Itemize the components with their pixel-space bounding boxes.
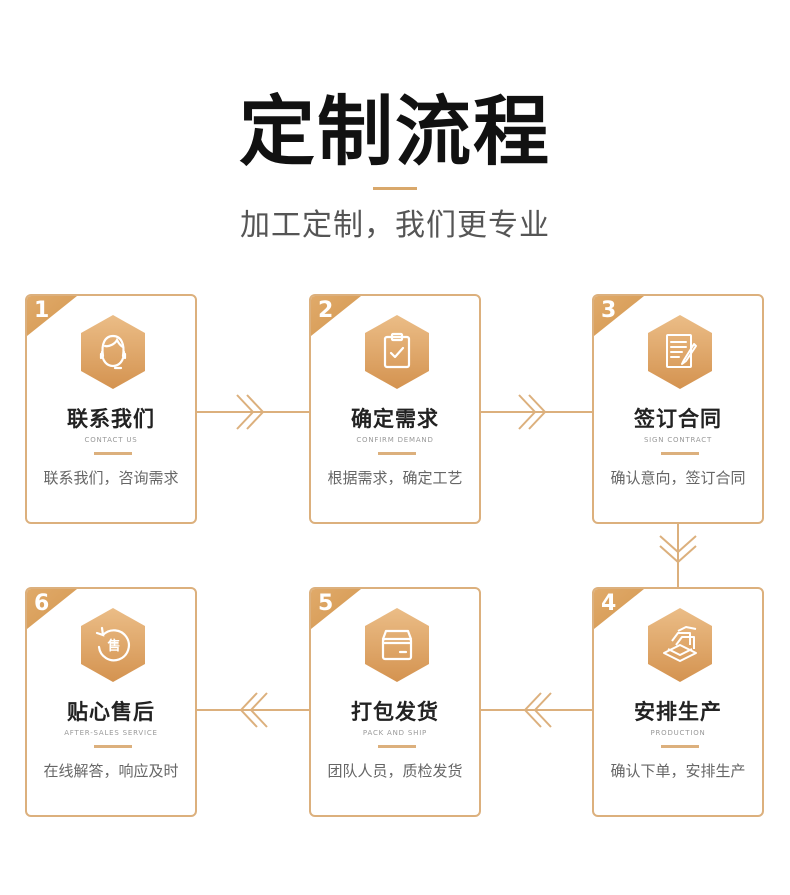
step-card-after-sales: 6 售 贴心售后 AFTER-SALES SERVICE 在线解答，响应及时 [25,587,197,817]
step-divider [661,452,699,455]
step-divider [378,745,416,748]
step-card-pack-ship: 5 打包发货 PACK AND SHIP 团队人员，质检发货 [309,587,481,817]
step-number: 5 [318,591,334,616]
step-title: 签订合同 [634,407,722,431]
step-number: 1 [34,298,50,323]
step-number: 3 [601,298,617,323]
step-number-badge: 6 [27,589,81,643]
step-divider [94,452,132,455]
step-title: 联系我们 [67,407,155,431]
step-description: 联系我们，咨询需求 [43,469,179,487]
step-card-production: 4 安排生产 PRODUCTION 确认下单，安排生产 [592,587,764,817]
step-description: 团队人员，质检发货 [327,762,463,780]
step-description: 确认下单，安排生产 [610,762,746,780]
step-title: 安排生产 [634,700,722,724]
step-card-contact: 1 联系我们 CONTACT US 联系我们，咨询需求 [25,294,197,524]
step-number-badge: 5 [311,589,365,643]
production-stack-icon [648,608,712,682]
step-description: 在线解答，响应及时 [43,762,179,780]
step-divider [378,452,416,455]
page-subtitle: 加工定制，我们更专业 [240,208,550,243]
page-title: 定制流程 [239,87,551,176]
customer-service-icon [81,315,145,389]
step-subtitle-en: CONTACT US [84,436,138,444]
step-description: 根据需求，确定工艺 [327,469,463,487]
step-subtitle-en: PACK AND SHIP [362,729,428,737]
step-number: 6 [34,591,50,616]
after-sales-icon: 售 [81,608,145,682]
step-divider [94,745,132,748]
step-card-contract: 3 签订合同 SIGN CONTRACT 确认意向，签订合同 [592,294,764,524]
step-number: 4 [601,591,617,616]
step-subtitle-en: PRODUCTION [650,729,706,737]
svg-text:售: 售 [107,638,120,654]
step-title: 打包发货 [351,700,439,724]
step-subtitle-en: AFTER-SALES SERVICE [64,729,158,737]
step-divider [661,745,699,748]
arrow-down-icon [659,522,697,589]
step-number-badge: 4 [594,589,648,643]
clipboard-check-icon [365,315,429,389]
step-title: 确定需求 [351,407,439,431]
arrow-left-icon [197,692,311,728]
title-divider [373,187,417,190]
step-title: 贴心售后 [67,700,155,724]
step-number-badge: 2 [311,296,365,350]
arrow-right-icon [481,394,594,430]
arrow-right-icon [197,394,311,430]
step-subtitle-en: SIGN CONTRACT [643,436,713,444]
step-card-confirm: 2 确定需求 CONFIRM DEMAND 根据需求，确定工艺 [309,294,481,524]
package-box-icon [365,608,429,682]
step-description: 确认意向，签订合同 [610,469,746,487]
step-number: 2 [318,298,334,323]
contract-sign-icon [648,315,712,389]
step-number-badge: 3 [594,296,648,350]
step-number-badge: 1 [27,296,81,350]
arrow-left-icon [481,692,594,728]
step-subtitle-en: CONFIRM DEMAND [356,436,434,444]
